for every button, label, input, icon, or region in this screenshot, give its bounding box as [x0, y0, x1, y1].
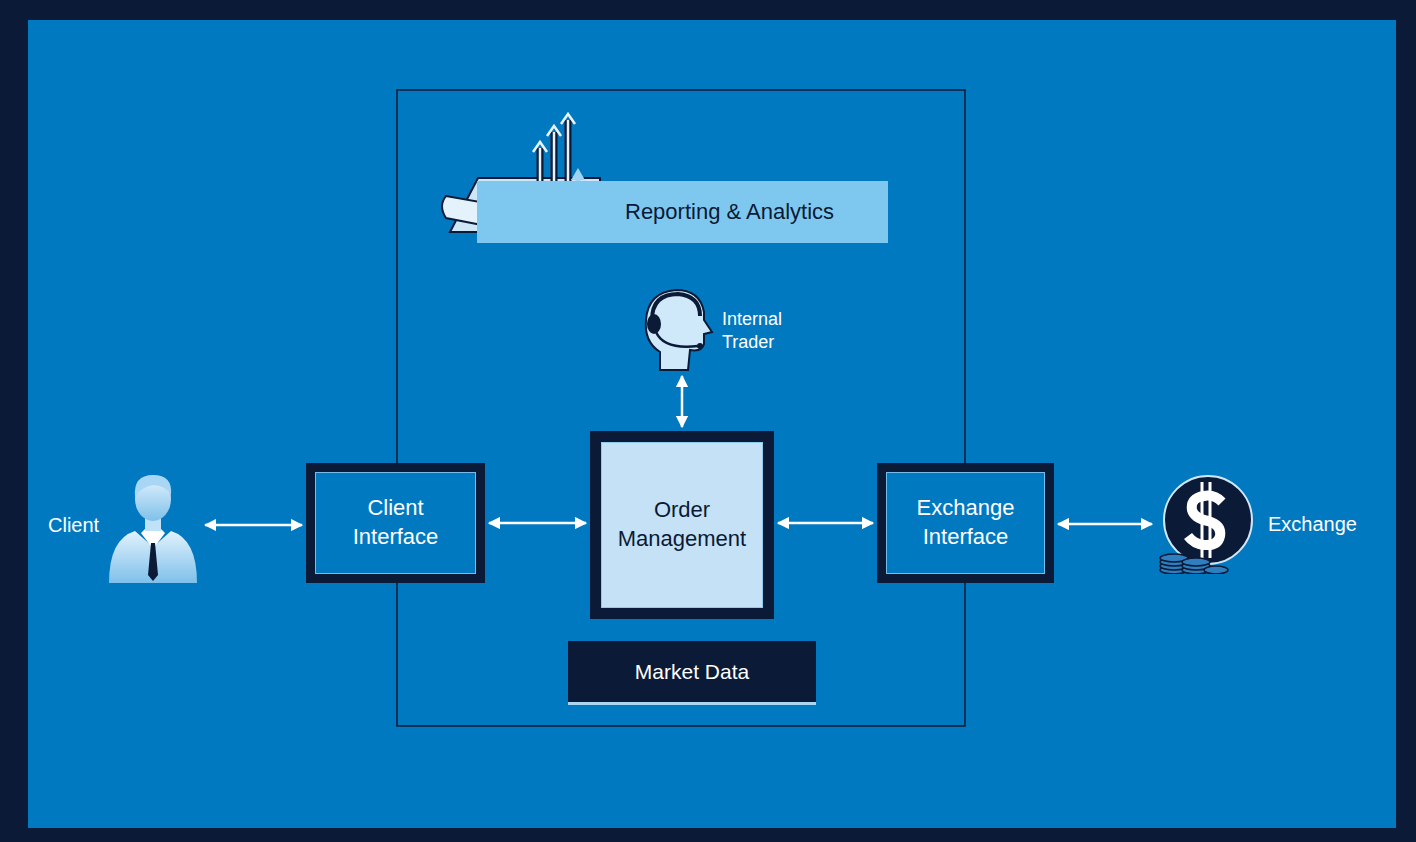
interface-box: Client Interface	[306, 463, 485, 583]
trader-icon	[638, 286, 716, 372]
order-box: Order Management	[590, 431, 774, 619]
node-label: Reporting & Analytics	[625, 199, 834, 225]
node-label: Market Data	[635, 660, 749, 684]
flow-arrow	[681, 376, 684, 427]
trader-node: Internal Trader	[638, 286, 806, 372]
node-label: Client	[48, 513, 99, 538]
node-label: Internal Trader	[722, 308, 806, 353]
background-panel	[28, 20, 1396, 828]
exchange-node: Exchange	[1156, 474, 1357, 574]
node-label: Client Interface	[334, 494, 458, 551]
flow-arrow	[1058, 523, 1152, 526]
interface-box: Exchange Interface	[877, 463, 1054, 583]
client-node: Client	[48, 467, 201, 583]
flow-arrow	[205, 524, 302, 527]
node-label: Exchange Interface	[904, 494, 1028, 551]
system-boundary	[397, 90, 965, 726]
client-icon	[105, 467, 201, 583]
market-data-band: Market Data	[568, 641, 816, 705]
flow-arrow	[778, 522, 873, 525]
node-label: Order Management	[607, 496, 757, 553]
exchange-icon	[1156, 474, 1256, 574]
flow-arrow	[489, 522, 586, 525]
node-label: Exchange	[1268, 512, 1357, 537]
analytics-band: Reporting & Analytics	[477, 181, 888, 243]
